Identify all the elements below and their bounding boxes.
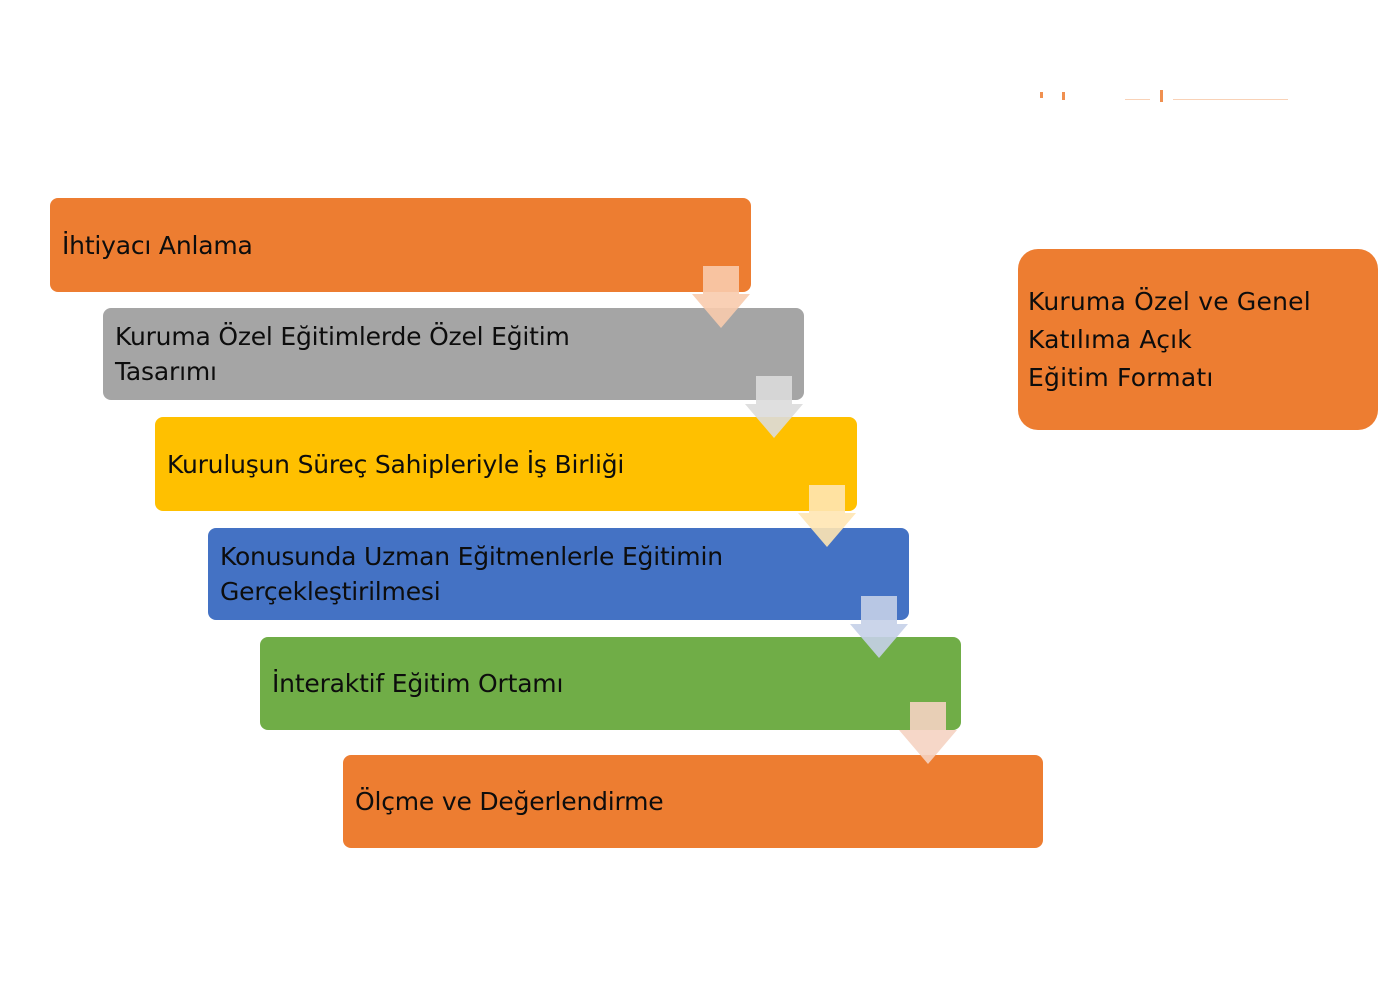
down-arrow-icon — [692, 266, 750, 328]
step-label: Kuruma Özel Eğitimlerde Özel Eğitim Tasa… — [115, 322, 570, 386]
down-arrow-icon — [745, 376, 803, 438]
step-label: Ölçme ve Değerlendirme — [355, 787, 664, 816]
down-arrow-icon — [798, 485, 856, 547]
step-surec-sahipleri-is-birligi: Kuruluşun Süreç Sahipleriyle İş Birliği — [155, 417, 857, 511]
step-ihtiyaci-anlama: İhtiyacı Anlama — [50, 198, 751, 292]
down-arrow-icon — [899, 702, 957, 764]
step-uzman-egitmenler: Konusunda Uzman Eğitmenlerle Eğitimin Ge… — [208, 528, 909, 620]
step-label: İhtiyacı Anlama — [62, 230, 253, 260]
training-format-box: Kuruma Özel ve Genel Katılıma Açık Eğiti… — [1018, 249, 1378, 430]
step-label: Kuruluşun Süreç Sahipleriyle İş Birliği — [167, 449, 625, 479]
step-olcme-degerlendirme: Ölçme ve Değerlendirme — [343, 755, 1043, 848]
step-label: Konusunda Uzman Eğitmenlerle Eğitimin Ge… — [220, 542, 723, 606]
step-label: İnteraktif Eğitim Ortamı — [272, 669, 564, 698]
step-ozel-egitim-tasarimi: Kuruma Özel Eğitimlerde Özel Eğitim Tasa… — [103, 308, 804, 400]
step-interaktif-egitim-ortami: İnteraktif Eğitim Ortamı — [260, 637, 961, 730]
faint-title-remnant — [1035, 88, 1288, 108]
down-arrow-icon — [850, 596, 908, 658]
training-format-label: Kuruma Özel ve Genel Katılıma Açık Eğiti… — [1028, 286, 1311, 392]
